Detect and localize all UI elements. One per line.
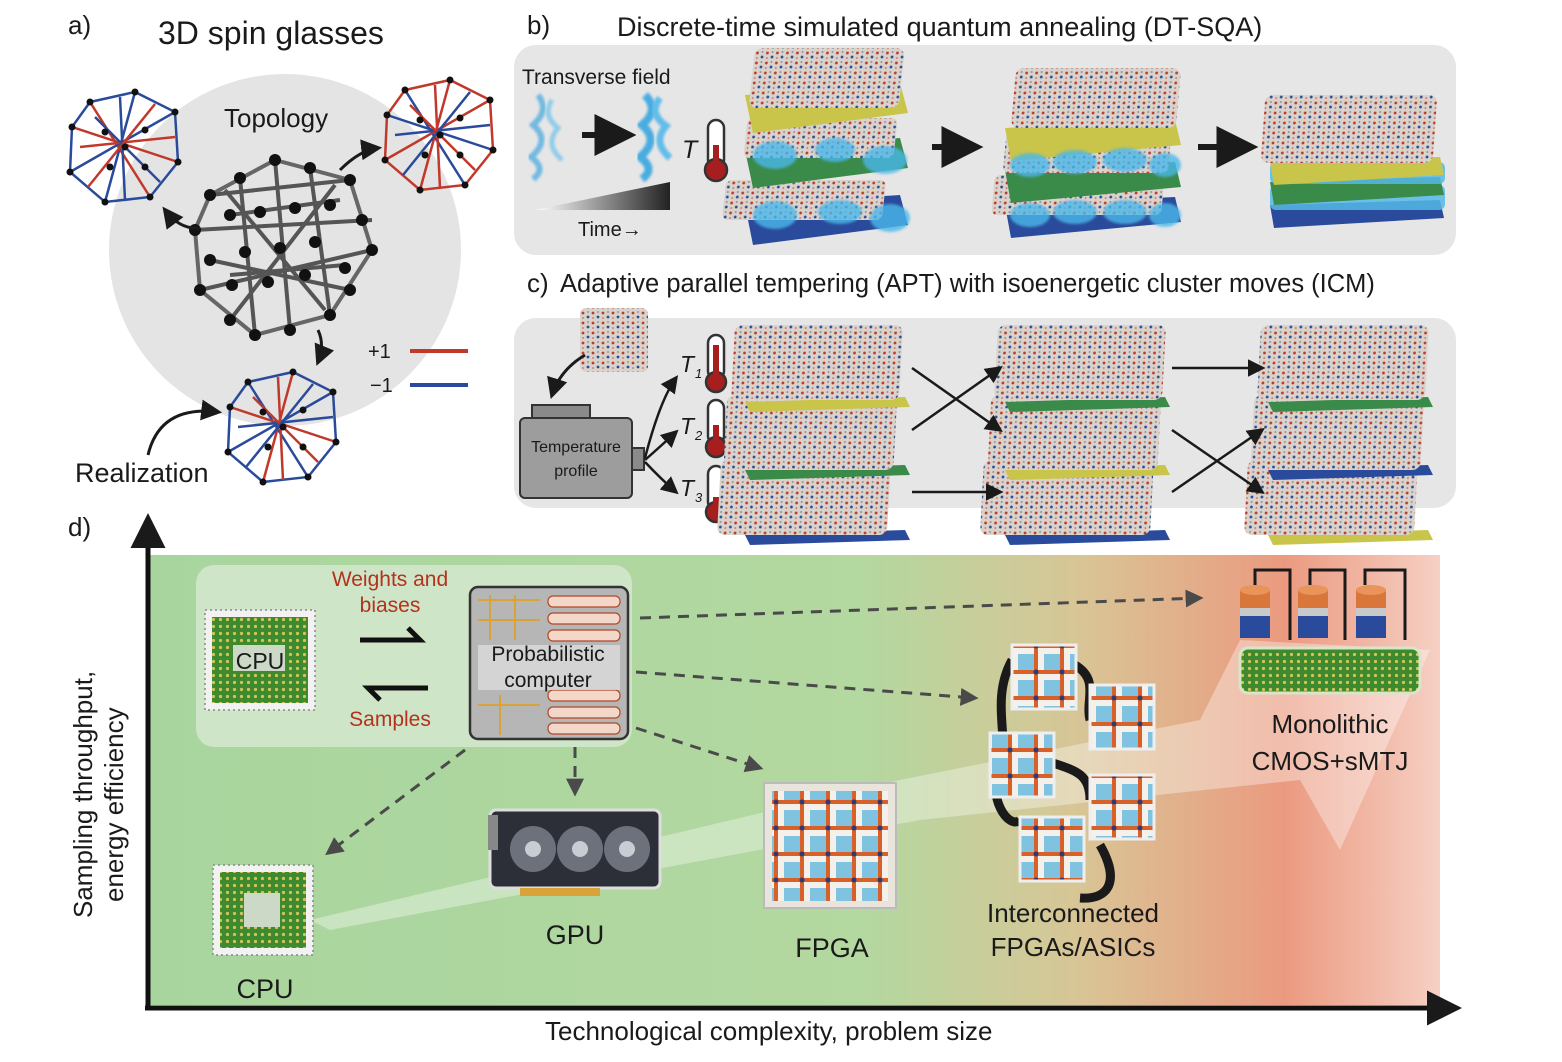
svg-text:T: T: [680, 475, 696, 501]
temperature-profile-box: [519, 404, 645, 499]
panel-c-label: c): [527, 268, 549, 298]
y-axis-label-1: Sampling throughput,: [68, 671, 98, 918]
panel-d: d) Sampling throughput, energy efficienc…: [68, 512, 1462, 1046]
temperature-profile-label-1: Temperature: [531, 439, 621, 456]
transverse-field-label: Transverse field: [522, 66, 671, 89]
hardware-mapping-arrows: [325, 589, 1204, 856]
svg-text:1: 1: [695, 366, 702, 381]
thermometer-icon: [703, 118, 729, 183]
temperature-label-T3: T 3: [680, 475, 703, 505]
time-wedge: [535, 182, 670, 210]
x-axis-label: Technological complexity, problem size: [545, 1016, 993, 1046]
temperature-profile-arrows: [643, 375, 679, 495]
weights-label-2: biases: [360, 594, 421, 617]
realization-lattice-bottom: [224, 368, 340, 486]
monolithic-label-1: Monolithic: [1271, 709, 1388, 739]
spin-config-thumbnail: [580, 308, 648, 372]
panel-a-title: 3D spin glasses: [158, 15, 384, 51]
temperature-label-T2: T 2: [680, 413, 703, 443]
cpu-top-label: CPU: [236, 648, 285, 674]
panel-d-label: d): [68, 512, 91, 542]
monolithic-label-2: CMOS+sMTJ: [1252, 746, 1409, 776]
realization-label: Realization: [75, 458, 209, 488]
thermometer-icon-2: [704, 398, 728, 459]
topology-label: Topology: [224, 103, 328, 133]
apt-replica-column-1: [717, 325, 910, 545]
panel-a: a) 3D spin glasses Topology: [66, 10, 497, 488]
svg-text:T: T: [680, 351, 696, 377]
temperature-profile-label-2: profile: [554, 463, 598, 480]
panel-c: c) Adaptive parallel tempering (APT) wit…: [514, 268, 1456, 545]
apt-replica-column-3: [1244, 325, 1433, 545]
time-label: Time→: [578, 219, 642, 241]
cpu-chip-icon-top: [204, 609, 316, 711]
samples-label: Samples: [349, 708, 431, 731]
svg-text:T: T: [680, 413, 696, 439]
dtsqa-stack-2: [991, 68, 1181, 238]
legend-plus-label: +1: [368, 341, 391, 363]
y-axis-label-2: energy efficiency: [99, 707, 129, 902]
temperature-T-label: T: [682, 136, 699, 164]
dtsqa-stack-1: [722, 48, 910, 245]
panel-b: b) Discrete-time simulated quantum annea…: [514, 10, 1456, 255]
weights-label-1: Weights and: [332, 568, 448, 591]
weights-arrow: [360, 626, 427, 643]
interconnected-fpga-icon: [988, 643, 1156, 903]
panel-b-label: b): [527, 10, 550, 40]
temperature-label-T1: T 1: [680, 351, 702, 381]
fpga-label: FPGA: [795, 933, 869, 963]
legend-minus-label: −1: [370, 375, 393, 397]
interconnected-label-2: FPGAs/ASICs: [991, 932, 1156, 962]
svg-text:3: 3: [695, 490, 703, 505]
svg-text:2: 2: [694, 428, 703, 443]
probabilistic-computer-label-1: Probabilistic: [491, 643, 604, 666]
transverse-field-icon-right: [633, 92, 673, 183]
probabilistic-computer-icon: [468, 585, 630, 741]
realization-lattice-right: [381, 76, 497, 194]
realization-lattice-left: [66, 88, 182, 206]
dtsqa-stack-3: [1261, 95, 1445, 228]
samples-arrow: [361, 685, 428, 702]
cpu-label: CPU: [236, 974, 293, 1004]
thermometer-icon-1: [704, 333, 728, 394]
probabilistic-computer-label-2: computer: [504, 669, 592, 692]
fpga-chip-icon: [763, 782, 897, 909]
gpu-label: GPU: [546, 920, 605, 950]
gpu-card-icon: [488, 808, 662, 896]
panel-a-label: a): [68, 10, 91, 40]
monolithic-cmos-smtj-icon: [1238, 568, 1422, 695]
panel-a-arrows: [146, 139, 383, 456]
apt-swap-arrows: [911, 359, 1266, 501]
thumbnail-arrow: [547, 353, 586, 399]
cpu-chip-icon: [212, 864, 314, 956]
apt-replica-column-2: [980, 325, 1170, 545]
transverse-field-icon-left: [526, 93, 564, 182]
interconnected-label-1: Interconnected: [987, 898, 1159, 928]
panel-c-title: Adaptive parallel tempering (APT) with i…: [560, 270, 1375, 298]
panel-b-title: Discrete-time simulated quantum annealin…: [617, 12, 1262, 42]
